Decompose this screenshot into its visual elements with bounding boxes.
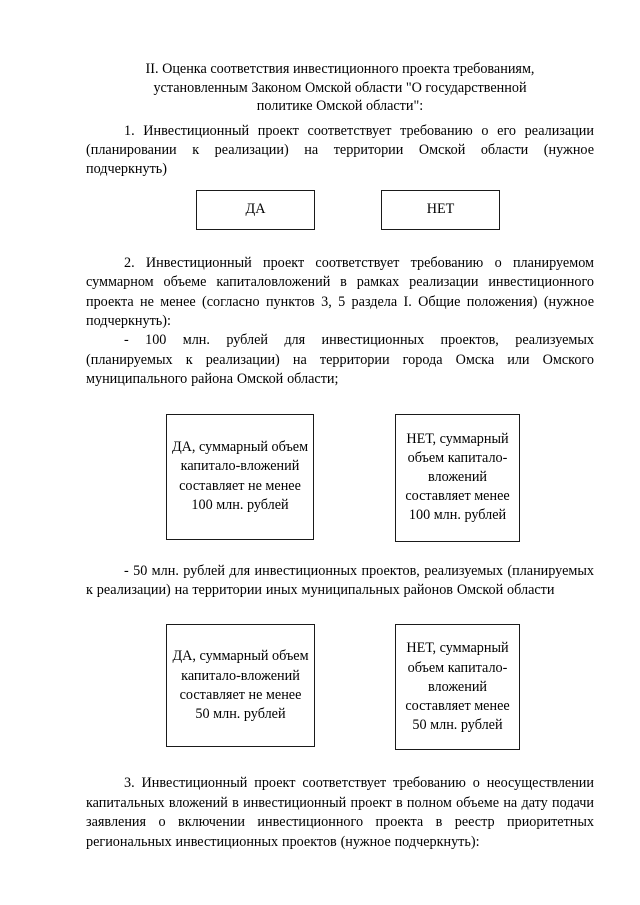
heading-line-1: II. Оценка соответствия инвестиционного … (145, 61, 535, 77)
spacer (86, 390, 594, 414)
section-2-paragraph: 2. Инвестиционный проект соответствует т… (86, 254, 594, 329)
answer-box-no-50-label: НЕТ, суммарный объем капитало-вложений с… (405, 640, 510, 734)
heading-line-2: установленным Законом Омской области "О … (153, 79, 527, 96)
spacer (86, 754, 594, 774)
section-1-paragraph: 1. Инвестиционный проект соответствует т… (86, 122, 594, 178)
answer-box-no-100[interactable]: НЕТ, суммарный объем капитало-вложений с… (395, 413, 520, 542)
answer-box-yes-100-label: ДА, суммарный объем капитало-вложений со… (171, 439, 309, 513)
answer-box-yes-1-label: ДА (245, 201, 266, 218)
section-2-answer-boxes-50: ДА, суммарный объем капитало-вложений со… (86, 624, 594, 754)
answer-box-no-1[interactable]: НЕТ (381, 189, 500, 230)
answer-box-no-50[interactable]: НЕТ, суммарный объем капитало-вложений с… (395, 624, 520, 751)
answer-box-yes-50-label: ДА, суммарный объем капитало-вложений со… (172, 648, 309, 723)
answer-box-yes-50[interactable]: ДА, суммарный объем капитало-вложений со… (166, 624, 315, 748)
document-content: II. Оценка соответствия инвестиционного … (86, 60, 594, 852)
heading-line-3: политике Омской области": (256, 98, 424, 114)
answer-box-no-100-label: НЕТ, суммарный объем капитало-вложений с… (405, 430, 510, 524)
section-1-answer-boxes: ДА НЕТ (86, 189, 594, 234)
answer-box-no-1-label: НЕТ (426, 201, 455, 218)
document-heading: II. Оценка соответствия инвестиционного … (86, 60, 594, 116)
spacer (86, 544, 594, 562)
spacer (86, 600, 594, 624)
section-2-bullet-100: - 100 млн. рублей для инвестиционных про… (86, 332, 594, 388)
spacer (86, 180, 594, 190)
section-3-paragraph: 3. Инвестиционный проект соответствует т… (86, 775, 594, 850)
section-2-bullet-50: - 50 млн. рублей для инвестиционных прое… (86, 562, 594, 598)
spacer (86, 234, 594, 254)
answer-box-yes-100[interactable]: ДА, суммарный объем капитало-вложений со… (166, 413, 314, 540)
section-2-answer-boxes-100: ДА, суммарный объем капитало-вложений со… (86, 413, 594, 544)
answer-box-yes-1[interactable]: ДА (196, 189, 315, 230)
